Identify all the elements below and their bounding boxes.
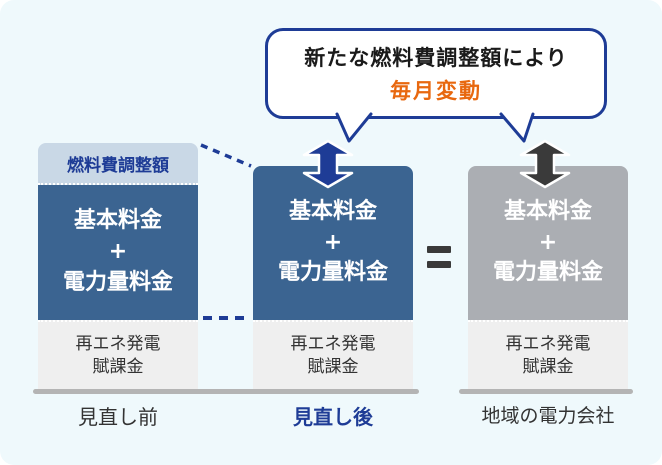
bubble-text-line1: 新たな燃料費調整額により <box>304 46 568 70</box>
after-surcharge-line1: 再エネ発電 <box>290 334 376 355</box>
regional-main-plus: + <box>538 229 558 255</box>
regional-caption: 地域の電力会社 <box>481 405 615 427</box>
after-caption: 見直し後 <box>293 405 373 429</box>
regional-surcharge-line2: 賦課金 <box>522 356 574 377</box>
bubble-text-line2: 毎月変動 <box>390 79 482 103</box>
speech-bubble: 新たな燃料費調整額により 毎月変動 <box>265 28 607 119</box>
regional-surcharge-box: 再エネ発電 賦課金 <box>468 320 628 389</box>
equals-bar-bottom <box>427 261 451 268</box>
equals-bar-top <box>427 246 451 253</box>
before-surcharge-line1: 再エネ発電 <box>75 334 161 355</box>
after-main-box: 基本料金 + 電力量料金 <box>253 166 413 320</box>
after-surcharge-line2: 賦課金 <box>307 356 359 377</box>
baseline-before-after <box>33 389 419 394</box>
before-caption: 見直し前 <box>78 405 158 429</box>
baseline-regional <box>459 389 633 394</box>
after-main-line1: 基本料金 <box>288 198 377 224</box>
regional-main-box: 基本料金 + 電力量料金 <box>468 166 628 320</box>
before-main-plus: + <box>108 239 128 265</box>
before-main-line3: 電力量料金 <box>62 269 173 295</box>
regional-main-line1: 基本料金 <box>503 198 592 224</box>
equals-sign <box>427 246 451 268</box>
after-main-plus: + <box>323 229 343 255</box>
regional-surcharge-line1: 再エネ発電 <box>505 334 591 355</box>
before-main-line1: 基本料金 <box>73 208 162 234</box>
after-surcharge-box: 再エネ発電 賦課金 <box>253 320 413 389</box>
before-surcharge-line2: 賦課金 <box>92 356 144 377</box>
before-main-box: 基本料金 + 電力量料金 <box>38 185 198 320</box>
after-main-line3: 電力量料金 <box>277 260 388 286</box>
regional-main-line3: 電力量料金 <box>492 260 603 286</box>
before-surcharge-box: 再エネ発電 賦課金 <box>38 320 198 389</box>
fuel-adjustment-label: 燃料費調整額 <box>38 143 198 185</box>
